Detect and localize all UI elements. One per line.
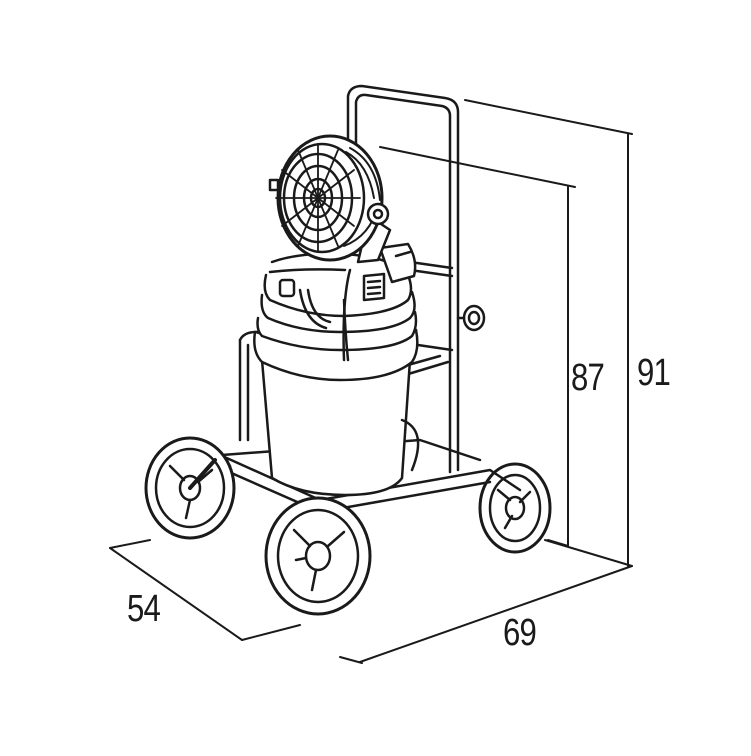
depth-dimension-label: 54: [127, 588, 161, 630]
front-wheel-right: [266, 498, 370, 614]
total-height-dimension-label: 91: [637, 352, 671, 394]
body-height-dimension-label: 87: [571, 357, 605, 399]
height-adjust-knob: [458, 306, 484, 330]
front-wheel-left: [146, 438, 234, 538]
bucket: [254, 312, 418, 495]
width-dimension-label: 69: [503, 612, 537, 654]
fan-body: [262, 222, 416, 360]
rear-wheel-right: [480, 464, 550, 552]
fan-head: [270, 136, 388, 260]
dimension-lines: [110, 100, 632, 663]
